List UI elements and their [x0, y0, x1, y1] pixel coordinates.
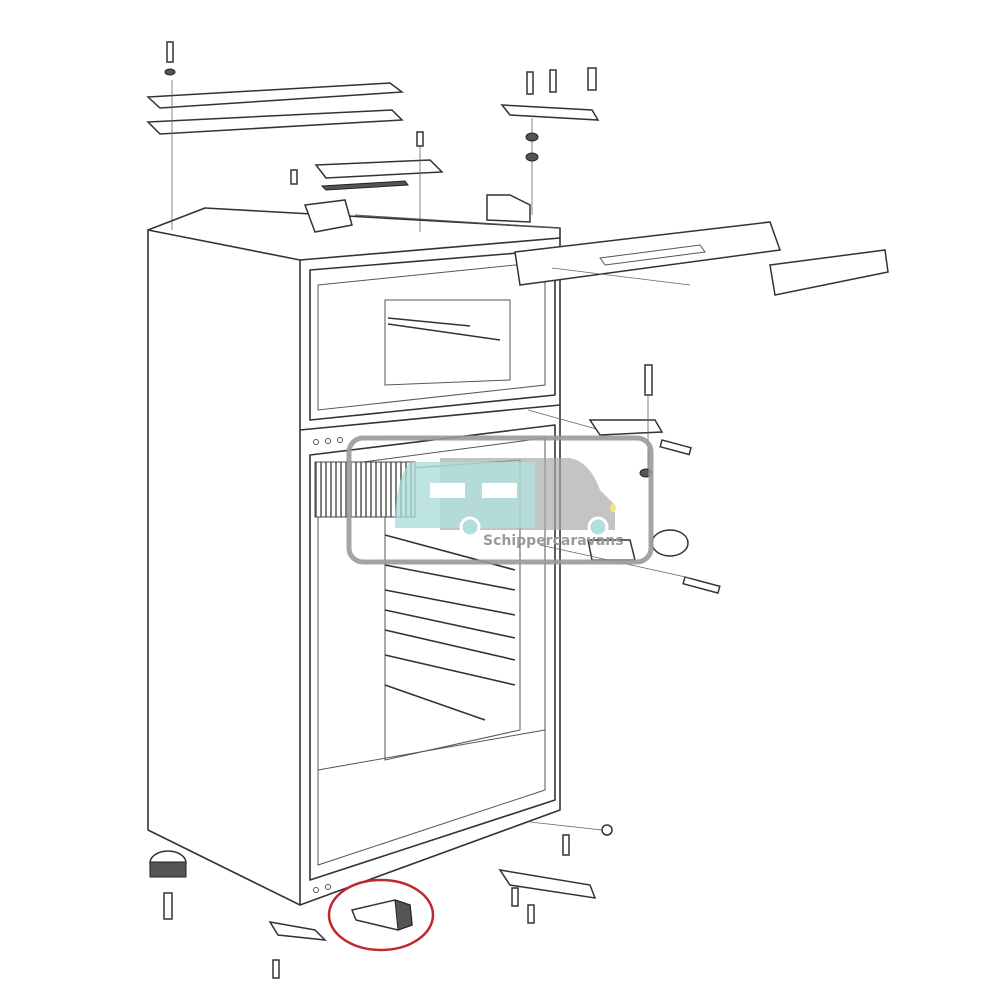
cover-plate: [290, 131, 444, 232]
watermark-text: Schippercaravans: [483, 533, 624, 549]
lower-door-parts: [539, 529, 721, 594]
watermark-logo: [346, 435, 654, 565]
shelf-rails: [384, 534, 516, 721]
highlighted-bracket[interactable]: [327, 878, 435, 952]
door-top-trim: [514, 221, 889, 296]
bottom-parts: [149, 821, 613, 979]
top-trim-strips: [146, 41, 405, 230]
highlight-circle: [327, 878, 435, 952]
top-hinge: [303, 67, 600, 233]
fridge-cabinet: [147, 207, 561, 906]
